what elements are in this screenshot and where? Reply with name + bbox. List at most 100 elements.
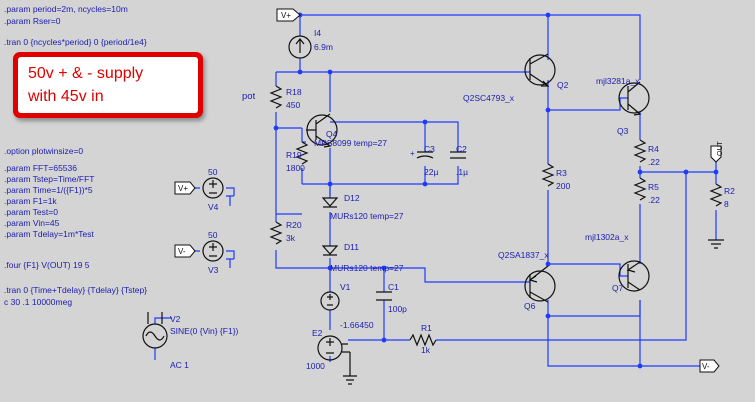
r3-ref: R3 [556, 168, 567, 178]
q7-ref: Q7 [612, 283, 624, 293]
net-label-vminus-v3[interactable]: V- [174, 244, 196, 258]
r5-ref: R5 [648, 182, 659, 192]
directive-tran-2[interactable]: .tran 0 {Time+Tdelay} {Tdelay} {Tstep} [4, 285, 147, 295]
resistor-r19[interactable]: R19 1800 [286, 141, 309, 173]
directive-param-tstep[interactable]: .param Tstep=Time/FFT [4, 174, 94, 184]
r3-value: 200 [556, 181, 570, 191]
resistor-r18[interactable]: R18 450 [269, 85, 302, 110]
svg-text:V-: V- [178, 247, 186, 256]
v1-ref: V1 [340, 282, 351, 292]
r5-value: .22 [648, 195, 660, 205]
junction-dots [273, 12, 719, 369]
directive-param-fft[interactable]: .param FFT=65536 [4, 163, 77, 173]
r1-ref: R1 [421, 323, 432, 333]
v2-ac: AC 1 [170, 360, 189, 370]
voltage-source-v3[interactable]: 50 V3 [202, 230, 234, 275]
capacitor-c1[interactable]: C1 100p [376, 282, 407, 314]
q6-model: Q2SA1837_x [498, 250, 549, 260]
directive-param-vin[interactable]: .param Vin=45 [4, 218, 60, 228]
c1-ref: C1 [388, 282, 399, 292]
c1-value: 100p [388, 304, 407, 314]
directive-four[interactable]: .four {F1} V(OUT) 19 5 [4, 260, 90, 270]
i4-value: 6.9m [314, 42, 333, 52]
c3-ref: C3 [424, 144, 435, 154]
net-label-vplus-v4[interactable]: V+ [174, 181, 196, 195]
voltage-source-v1[interactable]: V1 -1.66450 [320, 282, 374, 330]
r20-ref: R20 [286, 220, 302, 230]
net-label-vplus-top[interactable]: V+ [276, 8, 301, 22]
diode-d12[interactable]: D12 MURs120 temp=27 [321, 193, 404, 221]
v3-ref: V3 [208, 265, 219, 275]
capacitor-c3[interactable]: + C3 22µ [410, 144, 438, 177]
capacitor-c2[interactable]: C2 .1µ [450, 144, 468, 177]
transistor-q6[interactable]: Q6 Q2SA1837_x [498, 250, 556, 311]
e2-value: 1000 [306, 361, 325, 371]
q3-model: mjl3281a_x [596, 76, 640, 86]
directive-param-test[interactable]: .param Test=0 [4, 207, 58, 217]
resistor-r5[interactable]: R5 .22 [633, 177, 660, 205]
directive-tran[interactable]: .tran 0 {ncycles*period} 0 {period/1e4} [4, 37, 147, 47]
directive-param-rser[interactable]: .param Rser=0 [4, 16, 61, 26]
v3-value: 50 [208, 230, 218, 240]
q3-ref: Q3 [617, 126, 629, 136]
r20-value: 3k [286, 233, 296, 243]
svg-text:+: + [410, 149, 415, 158]
annotation-callout: 50v + & - supply with 45v in [13, 52, 203, 118]
resistor-r20[interactable]: R20 3k [269, 220, 302, 245]
e2-ref: E2 [312, 328, 323, 338]
r18-value: 450 [286, 100, 300, 110]
svg-text:V-: V- [702, 362, 710, 371]
svg-text:V+: V+ [281, 11, 291, 20]
directive-param-period[interactable]: .param period=2m, ncycles=10m [4, 4, 128, 14]
callout-line-1: 50v + & - supply [28, 65, 144, 82]
q2-ref: Q2 [557, 80, 569, 90]
c3-value: 22µ [424, 167, 438, 177]
q7-model: mjl1302a_x [585, 232, 629, 242]
directive-param-time[interactable]: .param Time=1/({F1})*5 [4, 185, 93, 195]
r19-ref: R19 [286, 150, 302, 160]
transistor-q3[interactable]: Q3 mjl3281a_x [596, 76, 650, 136]
net-label-vminus-bottom[interactable]: V- [699, 359, 720, 373]
directive-param-tdelay[interactable]: .param Tdelay=1m*Test [4, 229, 94, 239]
d11-ref: D11 [344, 242, 359, 252]
resistor-r1[interactable]: R1 1k [409, 323, 437, 355]
dependent-source-e2[interactable]: E2 1000 [306, 328, 357, 385]
svg-text:OUT: OUT [717, 141, 724, 157]
wires [154, 14, 717, 367]
v4-value: 50 [208, 167, 218, 177]
d12-ref: D12 [344, 193, 360, 203]
resistor-r2[interactable]: R2 8 [708, 183, 735, 249]
v1-value: -1.66450 [340, 320, 374, 330]
resistor-r3[interactable]: R3 200 [541, 163, 570, 191]
spice-directives: .param period=2m, ncycles=10m .param Rse… [4, 4, 147, 307]
directive-ac[interactable]: c 30 .1 10000meg [4, 297, 72, 307]
q2-model: Q2SC4793_x [463, 93, 515, 103]
d11-model: MURs120 temp=27 [330, 263, 404, 273]
transistor-q7[interactable]: Q7 mjl1302a_x [585, 232, 650, 293]
directive-param-f1[interactable]: .param F1=1k [4, 196, 57, 206]
v2-value: SINE(0 {Vin} {F1}) [170, 326, 239, 336]
diode-d11[interactable]: D11 MURs120 temp=27 [321, 242, 404, 273]
v2-ref: V2 [170, 314, 181, 324]
transistor-q4[interactable]: Q4 MPS8099 temp=27 [306, 113, 387, 148]
pot-label: pot [242, 91, 256, 102]
r4-value: .22 [648, 157, 660, 167]
transistor-q2[interactable]: Q2 Q2SC4793_x [463, 53, 569, 103]
resistor-r4[interactable]: R4 .22 [633, 139, 660, 167]
d12-model: MURs120 temp=27 [330, 211, 404, 221]
voltage-source-v2[interactable]: V2 SINE(0 {Vin} {F1}) AC 1 [142, 312, 239, 370]
r1-value: 1k [421, 345, 431, 355]
r18-ref: R18 [286, 87, 302, 97]
c2-value: .1µ [456, 167, 468, 177]
current-source-i4[interactable]: I4 6.9m [288, 28, 333, 59]
net-label-out[interactable]: OUT [710, 141, 724, 163]
r19-value: 1800 [286, 163, 305, 173]
i4-ref: I4 [314, 28, 321, 38]
callout-line-2: with 45v in [28, 88, 104, 105]
directive-option[interactable]: .option plotwinsize=0 [4, 146, 83, 156]
voltage-source-v4[interactable]: 50 V4 [202, 167, 234, 212]
svg-text:V+: V+ [178, 184, 188, 193]
q6-ref: Q6 [524, 301, 536, 311]
r2-ref: R2 [724, 186, 735, 196]
